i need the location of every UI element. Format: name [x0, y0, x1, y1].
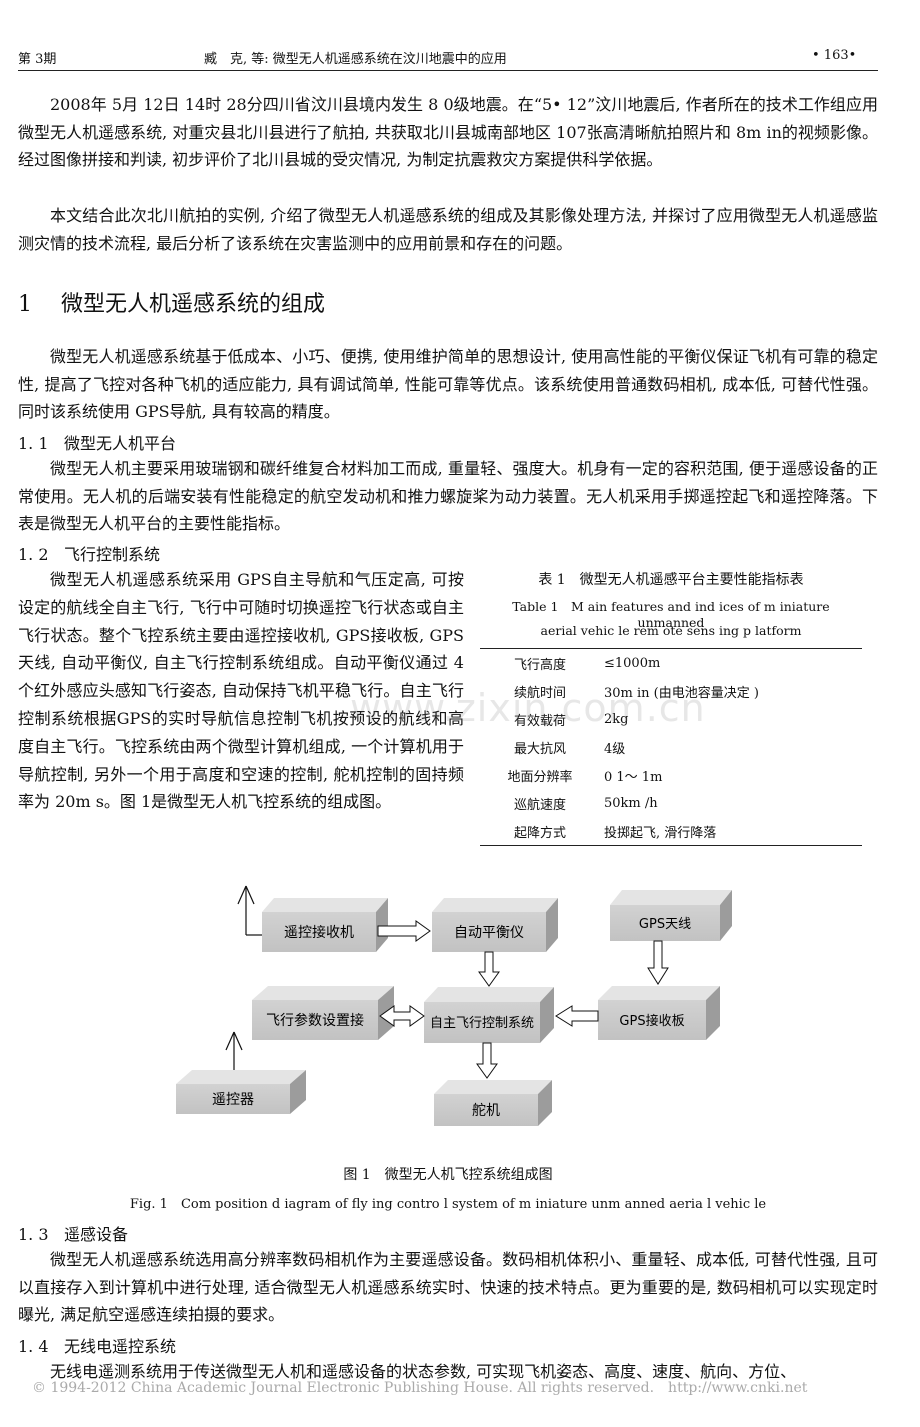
- remote-antenna-icon: [225, 1031, 243, 1070]
- copyright-footer: © 1994-2012 China Academic Journal Elect…: [32, 1380, 808, 1396]
- box-autopilot: 自主飞行控制系统: [424, 987, 554, 1043]
- table-row: 最大抗风 4级: [480, 733, 862, 761]
- subsection-1-4-number: 1. 4: [18, 1337, 49, 1356]
- table-value: 30m in (由电池容量决定 ): [604, 685, 759, 701]
- subsection-1-4-paragraph: 无线电遥测系统用于传送微型无人机和遥感设备的状态参数, 可实现飞机姿态、高度、速…: [50, 1362, 797, 1381]
- arrow-receiver-to-balancer: [377, 920, 431, 942]
- subsection-1-3-number: 1. 3: [18, 1225, 49, 1244]
- arrow-gps-board-to-autopilot: [555, 1005, 599, 1027]
- box-remote-label: 遥控器: [212, 1092, 254, 1108]
- issue-number: 第 3期: [18, 52, 57, 67]
- subsection-1-2-paragraph: 微型无人机遥感系统采用 GPS自主导航和气压定高, 可按设定的航线全自主飞行, …: [18, 570, 464, 812]
- box-gps-board-label: GPS接收板: [619, 1013, 684, 1029]
- table-key: 巡航速度: [513, 797, 566, 813]
- intro-paragraph-2: 本文结合此次北川航拍的实例, 介绍了微型无人机遥感系统的组成及其影像处理方法, …: [18, 206, 878, 253]
- receiver-antenna-icon: [237, 885, 262, 936]
- subsection-1-4-heading: 1. 4 无线电遥控系统: [18, 1333, 176, 1357]
- table-key: 地面分辨率: [507, 769, 573, 785]
- subsection-1-2-title: 飞行控制系统: [64, 545, 161, 564]
- table-value: 2kg: [604, 711, 629, 727]
- table-value: ≤1000m: [600, 648, 862, 677]
- subsection-1-1-number: 1. 1: [18, 434, 49, 453]
- table-value: 4级: [604, 741, 626, 757]
- section-1-title: 微型无人机遥感系统的组成: [61, 292, 326, 317]
- arrow-param-setter-autopilot: [379, 1005, 425, 1027]
- box-autopilot-label: 自主飞行控制系统: [430, 1016, 534, 1031]
- subsection-1-3-paragraph: 微型无人机遥感系统选用高分辨率数码相机作为主要遥感设备。数码相机体积小、重量轻、…: [18, 1250, 878, 1325]
- table-value: 投掷起飞, 滑行降落: [600, 817, 862, 846]
- page-number: • 163•: [812, 48, 857, 63]
- table-value: 0 1～ 1m: [604, 769, 663, 785]
- box-gps-board: GPS接收板: [598, 986, 720, 1040]
- table-1-caption-en-2: aerial vehic le rem ote sens ing p latfo…: [540, 623, 802, 638]
- subsection-1-4-title: 无线电遥控系统: [64, 1337, 177, 1356]
- box-balancer: 自动平衡仪: [432, 898, 558, 952]
- subsection-1-2-number: 1. 2: [18, 545, 49, 564]
- table-row: 起降方式投掷起飞, 滑行降落: [480, 817, 862, 846]
- table-1-caption-en-1: Table 1 M ain features and ind ices of m…: [512, 599, 830, 630]
- table-key: 起降方式: [480, 817, 600, 846]
- table-key: 续航时间: [513, 685, 566, 701]
- running-title: 臧 克, 等: 微型无人机遥感系统在汶川地震中的应用: [204, 52, 507, 67]
- table-key: 最大抗风: [513, 741, 566, 757]
- table-row: 飞行高度≤1000m: [480, 648, 862, 677]
- box-param-setter-label: 飞行参数设置接: [266, 1012, 364, 1029]
- section-1-heading: 1 微型无人机遥感系统的组成: [18, 286, 325, 318]
- spec-table: 飞行高度≤1000m 续航时间 30m in (由电池容量决定 ) 有效载荷 2kg…: [480, 648, 862, 846]
- table-value: 50km /h: [604, 795, 658, 811]
- subsection-1-3-heading: 1. 3 遥感设备: [18, 1221, 128, 1245]
- table-1-caption-cn: 表 1 微型无人机遥感平台主要性能指标表: [538, 572, 804, 588]
- arrow-gps-antenna-to-board: [647, 940, 669, 985]
- table-row: 巡航速度 50km /h: [480, 789, 862, 817]
- header-rule: [18, 70, 878, 71]
- box-remote: 遥控器: [176, 1070, 306, 1114]
- figure-1-caption-cn: 图 1 微型无人机飞控系统组成图: [343, 1167, 553, 1183]
- box-gps-antenna: GPS天线: [610, 890, 732, 941]
- box-servo: 舵机: [434, 1080, 552, 1126]
- arrow-autopilot-to-servo: [476, 1042, 498, 1079]
- subsection-1-1-title: 微型无人机平台: [64, 434, 177, 453]
- box-receiver: 遥控接收机: [262, 898, 388, 952]
- box-gps-antenna-label: GPS天线: [639, 917, 691, 932]
- watermark: www.zixin.com.cn: [350, 686, 706, 730]
- arrow-balancer-to-autopilot: [478, 951, 500, 987]
- flight-control-diagram: 遥控接收机 自动平衡仪 GPS天线 飞行参数设置接 自主飞行控制系统 GPS接收…: [176, 885, 732, 1126]
- box-balancer-label: 自动平衡仪: [454, 925, 524, 941]
- subsection-1-1-heading: 1. 1 微型无人机平台: [18, 430, 176, 454]
- box-param-setter: 飞行参数设置接: [252, 986, 394, 1040]
- section-1-paragraph: 微型无人机遥感系统基于低成本、小巧、便携, 使用维护简单的思想设计, 使用高性能…: [18, 347, 878, 422]
- subsection-1-3-title: 遥感设备: [64, 1225, 129, 1244]
- table-key: 有效载荷: [513, 713, 566, 729]
- table-row: 有效载荷 2kg: [480, 705, 862, 733]
- box-receiver-label: 遥控接收机: [284, 924, 354, 941]
- table-row: 续航时间 30m in (由电池容量决定 ): [480, 677, 862, 705]
- intro-paragraph-1: 2008年 5月 12日 14时 28分四川省汶川县境内发生 8 0级地震。在“…: [18, 95, 878, 170]
- table-key: 飞行高度: [480, 648, 600, 677]
- table-row: 地面分辨率 0 1～ 1m: [480, 761, 862, 789]
- box-servo-label: 舵机: [472, 1103, 500, 1119]
- section-1-number: 1: [18, 292, 32, 317]
- subsection-1-2-heading: 1. 2 飞行控制系统: [18, 541, 160, 565]
- subsection-1-1-paragraph: 微型无人机主要采用玻瑞钢和碳纤维复合材料加工而成, 重量轻、强度大。机身有一定的…: [18, 459, 878, 534]
- figure-1-caption-en: Fig. 1 Com position d iagram of fly ing …: [129, 1197, 767, 1212]
